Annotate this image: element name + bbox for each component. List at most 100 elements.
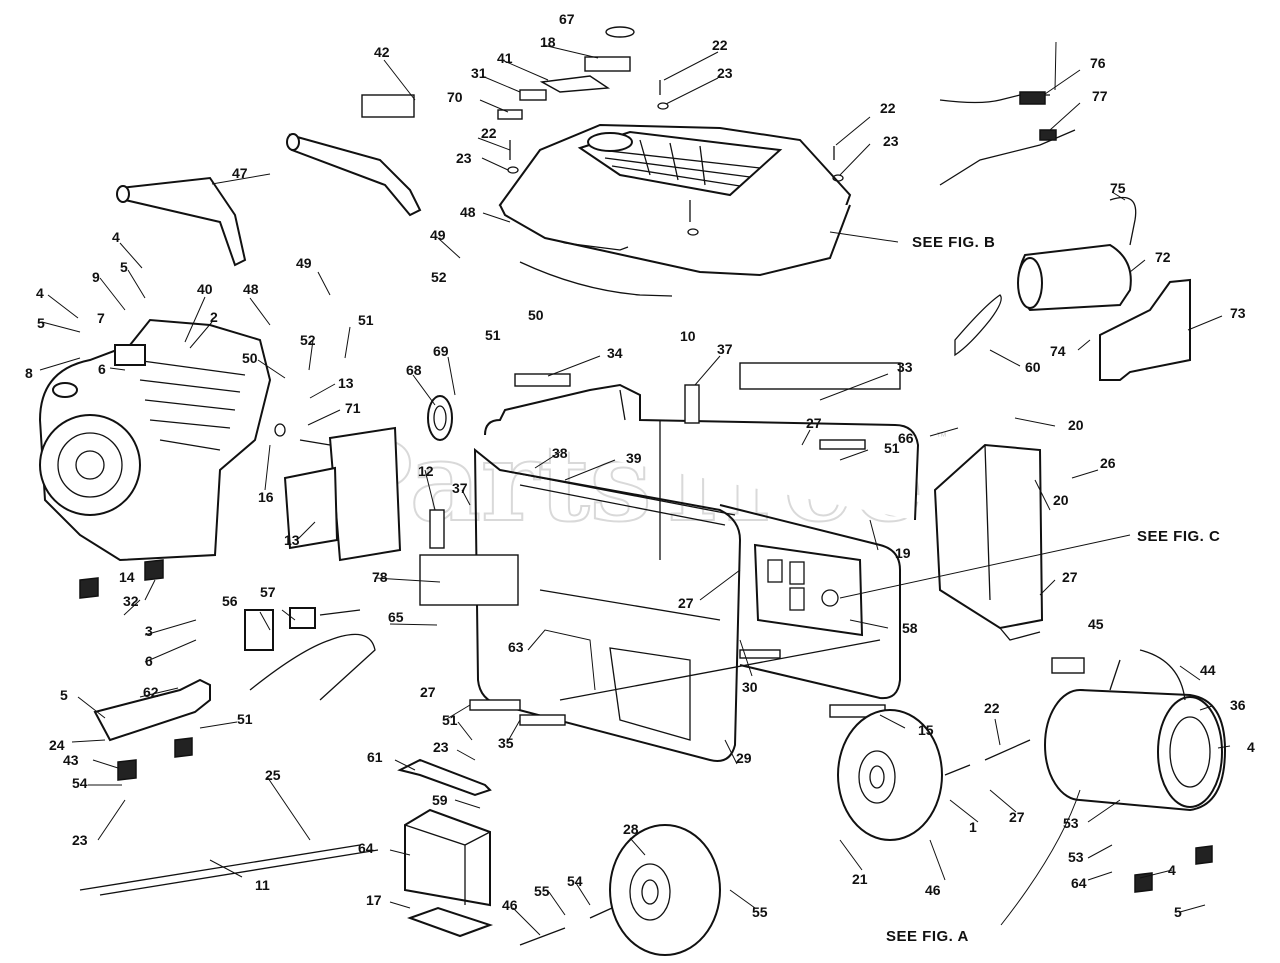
callout-number: 20 bbox=[1068, 417, 1084, 433]
callout-number: 61 bbox=[367, 749, 383, 765]
air-filter bbox=[1017, 196, 1137, 312]
callout-number: 16 bbox=[258, 489, 274, 505]
callout-number: 5 bbox=[1174, 904, 1182, 920]
alternator-cover bbox=[933, 443, 1044, 641]
callout-number: 75 bbox=[1110, 180, 1126, 196]
callout-number: 14 bbox=[119, 569, 135, 585]
callout-number: 54 bbox=[567, 873, 583, 889]
leader-lines bbox=[39, 41, 1231, 936]
callout-number: 11 bbox=[255, 877, 270, 893]
wiring-76-77 bbox=[939, 91, 1076, 186]
handle-assembly bbox=[116, 133, 422, 267]
callout-number: 70 bbox=[447, 89, 463, 105]
callout-number: 24 bbox=[49, 737, 65, 753]
callout-number: 60 bbox=[1025, 359, 1041, 375]
callout-number: 28 bbox=[623, 821, 639, 837]
callout-number: 35 bbox=[498, 735, 514, 751]
callout-number: 55 bbox=[534, 883, 550, 899]
axle-hardware bbox=[519, 739, 1031, 946]
callout-number: 36 bbox=[1230, 697, 1246, 713]
callout-number: 20 bbox=[1053, 492, 1069, 508]
callout-number: 51 bbox=[485, 327, 501, 343]
frame-labels bbox=[419, 362, 901, 726]
callout-number: 5 bbox=[120, 259, 128, 275]
callout-number: 4 bbox=[1247, 739, 1255, 755]
callout-number: 46 bbox=[502, 897, 518, 913]
callout-number: 45 bbox=[1088, 616, 1104, 632]
callout-number: 27 bbox=[678, 595, 694, 611]
engine-mounts bbox=[79, 559, 164, 599]
callout-number: 5 bbox=[37, 315, 45, 331]
callout-number: 7 bbox=[97, 310, 105, 326]
callout-number: 32 bbox=[123, 593, 139, 609]
callout-number: 44 bbox=[1200, 662, 1216, 678]
callout-number: 38 bbox=[552, 445, 568, 461]
callout-number: 23 bbox=[717, 65, 733, 81]
callout-number: 53 bbox=[1068, 849, 1084, 865]
callout-number: 15 bbox=[918, 722, 934, 738]
callout-number: 30 bbox=[742, 679, 758, 695]
callout-number: 77 bbox=[1092, 88, 1108, 104]
callout-number: 37 bbox=[717, 341, 733, 357]
frame bbox=[473, 383, 920, 762]
callout-number: 67 bbox=[559, 11, 575, 27]
callout-number: 5 bbox=[60, 687, 68, 703]
callout-number: 52 bbox=[431, 269, 447, 285]
callout-number: 6 bbox=[98, 361, 106, 377]
callout-number: 62 bbox=[143, 684, 159, 700]
callout-number: 4 bbox=[36, 285, 44, 301]
callout-number: 26 bbox=[1100, 455, 1116, 471]
see-fig-c-reference: SEE FIG. C bbox=[1137, 528, 1220, 545]
callout-number: 37 bbox=[452, 480, 468, 496]
callout-number: 17 bbox=[366, 892, 382, 908]
callout-number: 31 bbox=[471, 65, 487, 81]
callout-number: 42 bbox=[374, 44, 390, 60]
muffler bbox=[274, 395, 453, 562]
callout-number: 41 bbox=[497, 50, 513, 66]
callout-number: 56 bbox=[222, 593, 238, 609]
cables-28-29 bbox=[79, 844, 379, 896]
callout-number: 64 bbox=[1071, 875, 1087, 891]
callout-number: 49 bbox=[296, 255, 312, 271]
callout-number: 19 bbox=[895, 545, 911, 561]
callout-number: 12 bbox=[418, 463, 434, 479]
callout-number: 23 bbox=[456, 150, 472, 166]
callout-number: 25 bbox=[265, 767, 281, 783]
callout-number: 76 bbox=[1090, 55, 1106, 71]
callout-number: 73 bbox=[1230, 305, 1246, 321]
callout-numbers: 6722184123423170222322237677474849757252… bbox=[25, 11, 1255, 920]
callout-number: 57 bbox=[260, 584, 276, 600]
bracket-73 bbox=[1099, 278, 1191, 381]
callout-number: 33 bbox=[897, 359, 913, 375]
callout-number: 71 bbox=[345, 400, 361, 416]
callout-number: 47 bbox=[232, 165, 248, 181]
control-panel bbox=[753, 543, 864, 637]
alternator bbox=[1044, 649, 1227, 893]
callout-number: 50 bbox=[528, 307, 544, 323]
callout-number: 8 bbox=[25, 365, 33, 381]
callout-number: 6 bbox=[145, 653, 153, 669]
callout-number: 52 bbox=[300, 332, 316, 348]
callout-number: 27 bbox=[1062, 569, 1078, 585]
callout-number: 21 bbox=[852, 871, 868, 887]
callout-number: 68 bbox=[406, 362, 422, 378]
callout-number: 40 bbox=[197, 281, 213, 297]
callout-number: 13 bbox=[338, 375, 354, 391]
callout-number: 53 bbox=[1063, 815, 1079, 831]
wheel-46-rear bbox=[837, 709, 943, 841]
callout-number: 23 bbox=[883, 133, 899, 149]
callout-number: 22 bbox=[481, 125, 497, 141]
callout-number: 22 bbox=[880, 100, 896, 116]
callout-number: 4 bbox=[112, 229, 120, 245]
callout-number: 23 bbox=[433, 739, 449, 755]
callout-number: 51 bbox=[442, 712, 458, 728]
fuel-tank bbox=[498, 123, 852, 277]
callout-number: 72 bbox=[1155, 249, 1171, 265]
mount-bracket-62 bbox=[93, 678, 211, 781]
callout-number: 22 bbox=[712, 37, 728, 53]
wire-harness-78 bbox=[244, 607, 376, 701]
callout-number: 54 bbox=[72, 775, 88, 791]
see-fig-b-reference: SEE FIG. B bbox=[912, 234, 995, 251]
